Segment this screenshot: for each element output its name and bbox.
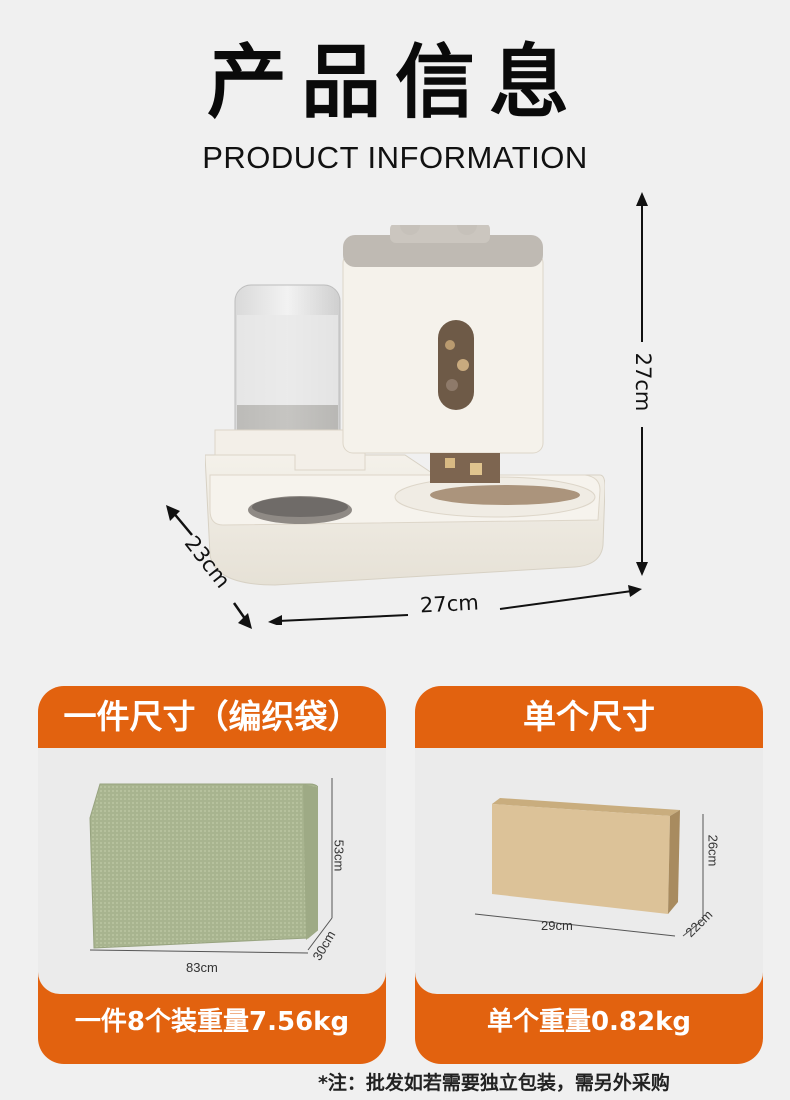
bulk-card-header: 一件尺寸（编织袋）	[63, 697, 361, 736]
pet-feeder-illustration	[205, 225, 605, 586]
bulk-width-label: 83cm	[186, 960, 218, 975]
page-title-cn: 产品信息	[207, 36, 583, 129]
single-width-label: 29cm	[541, 918, 573, 933]
bulk-dimension-lines	[89, 778, 333, 954]
width-label: 27cm	[419, 590, 480, 618]
bulk-package-card: 一件尺寸（编织袋） 53cm 83cm 30cm 一件8个装重量7.56kg	[38, 686, 386, 1064]
single-weight: 单个重量0.82kg	[486, 1007, 692, 1037]
single-height-label: 26cm	[705, 834, 721, 867]
single-card-header: 单个尺寸	[523, 697, 655, 736]
bulk-card-image-panel: 53cm 83cm 30cm	[38, 748, 386, 994]
woven-bag-image	[89, 783, 318, 949]
wholesale-note: *注：批发如若需要独立包装，需另外采购	[318, 1072, 670, 1094]
height-label: 27cm	[631, 342, 655, 422]
bulk-weight: 一件8个装重量7.56kg	[74, 1007, 350, 1037]
depth-arrow	[166, 505, 252, 629]
bulk-height-label: 53cm	[331, 839, 347, 872]
page-title-en: PRODUCT INFORMATION	[202, 140, 588, 175]
cardboard-box-image	[492, 798, 680, 914]
single-package-card: 单个尺寸 26cm 29cm 22cm 单个重量0.82kg	[415, 686, 763, 1064]
single-card-image-panel: 26cm 29cm 22cm	[415, 748, 763, 994]
height-arrow	[636, 192, 648, 576]
single-dimension-lines	[474, 814, 704, 937]
width-arrow	[268, 585, 642, 625]
